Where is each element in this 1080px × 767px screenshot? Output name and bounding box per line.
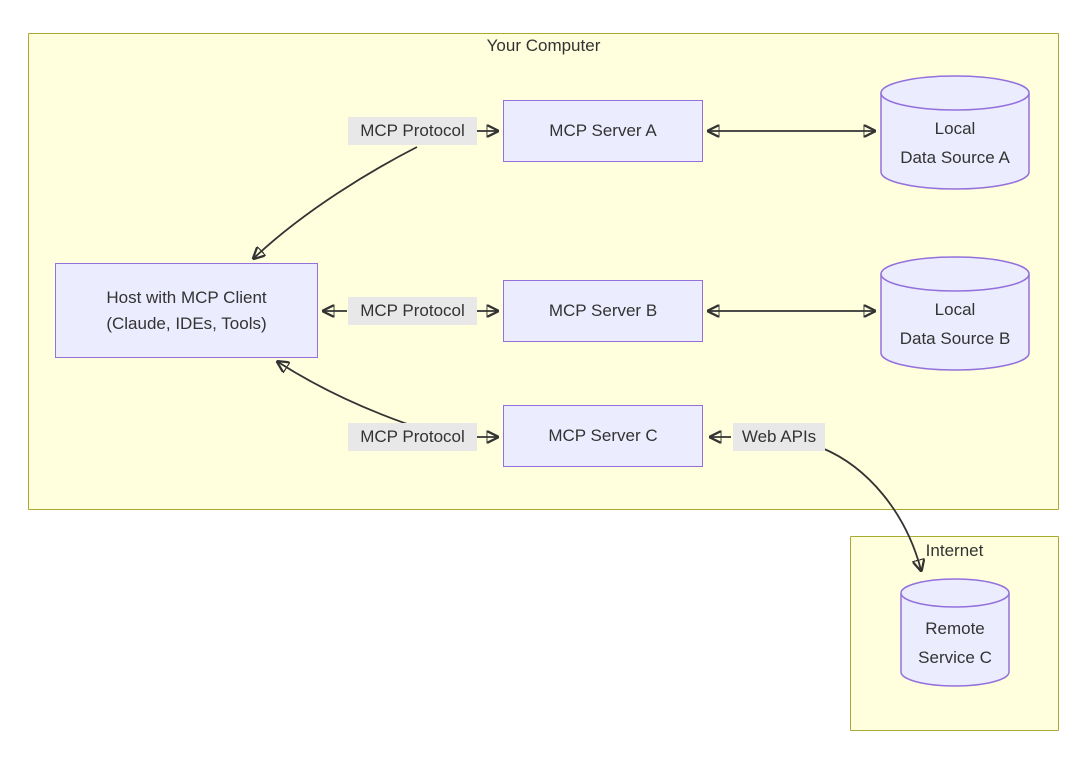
node-host-line2: (Claude, IDEs, Tools) <box>106 313 267 333</box>
node-local-data-source-a: Local Data Source A <box>880 75 1030 190</box>
cylinder-icon <box>900 578 1010 687</box>
node-local-data-source-b-line1: Local <box>934 300 976 319</box>
node-host-line1: Host with MCP Client <box>106 287 267 307</box>
cluster-your-computer-title: Your Computer <box>486 36 601 55</box>
edge-label-mcp-protocol-1: MCP Protocol <box>348 117 477 145</box>
node-local-data-source-b: Local Data Source B <box>880 256 1030 371</box>
node-remote-service-c: Remote Service C <box>900 578 1010 688</box>
node-remote-service-c-line2: Service C <box>918 648 992 667</box>
node-local-data-source-b-line2: Data Source B <box>899 329 1011 348</box>
node-remote-service-c-line1: Remote <box>925 619 985 638</box>
node-mcp-server-b: MCP Server B <box>503 280 703 342</box>
cylinder-icon <box>880 75 1030 190</box>
node-local-data-source-a-line2: Data Source A <box>900 148 1010 167</box>
node-host: Host with MCP Client (Claude, IDEs, Tool… <box>55 263 318 358</box>
node-mcp-server-c-label: MCP Server C <box>548 426 658 445</box>
cluster-internet-title: Internet <box>925 541 984 560</box>
edge-label-mcp-protocol-2: MCP Protocol <box>348 297 477 325</box>
cylinder-icon <box>880 256 1030 371</box>
node-local-data-source-a-line1: Local <box>934 119 976 138</box>
node-mcp-server-b-label: MCP Server B <box>548 301 658 320</box>
edge-label-mcp-protocol-3: MCP Protocol <box>348 423 477 451</box>
node-mcp-server-a: MCP Server A <box>503 100 703 162</box>
node-mcp-server-c: MCP Server C <box>503 405 703 467</box>
node-mcp-server-a-label: MCP Server A <box>549 121 657 140</box>
edge-label-web-apis: Web APIs <box>733 423 825 451</box>
